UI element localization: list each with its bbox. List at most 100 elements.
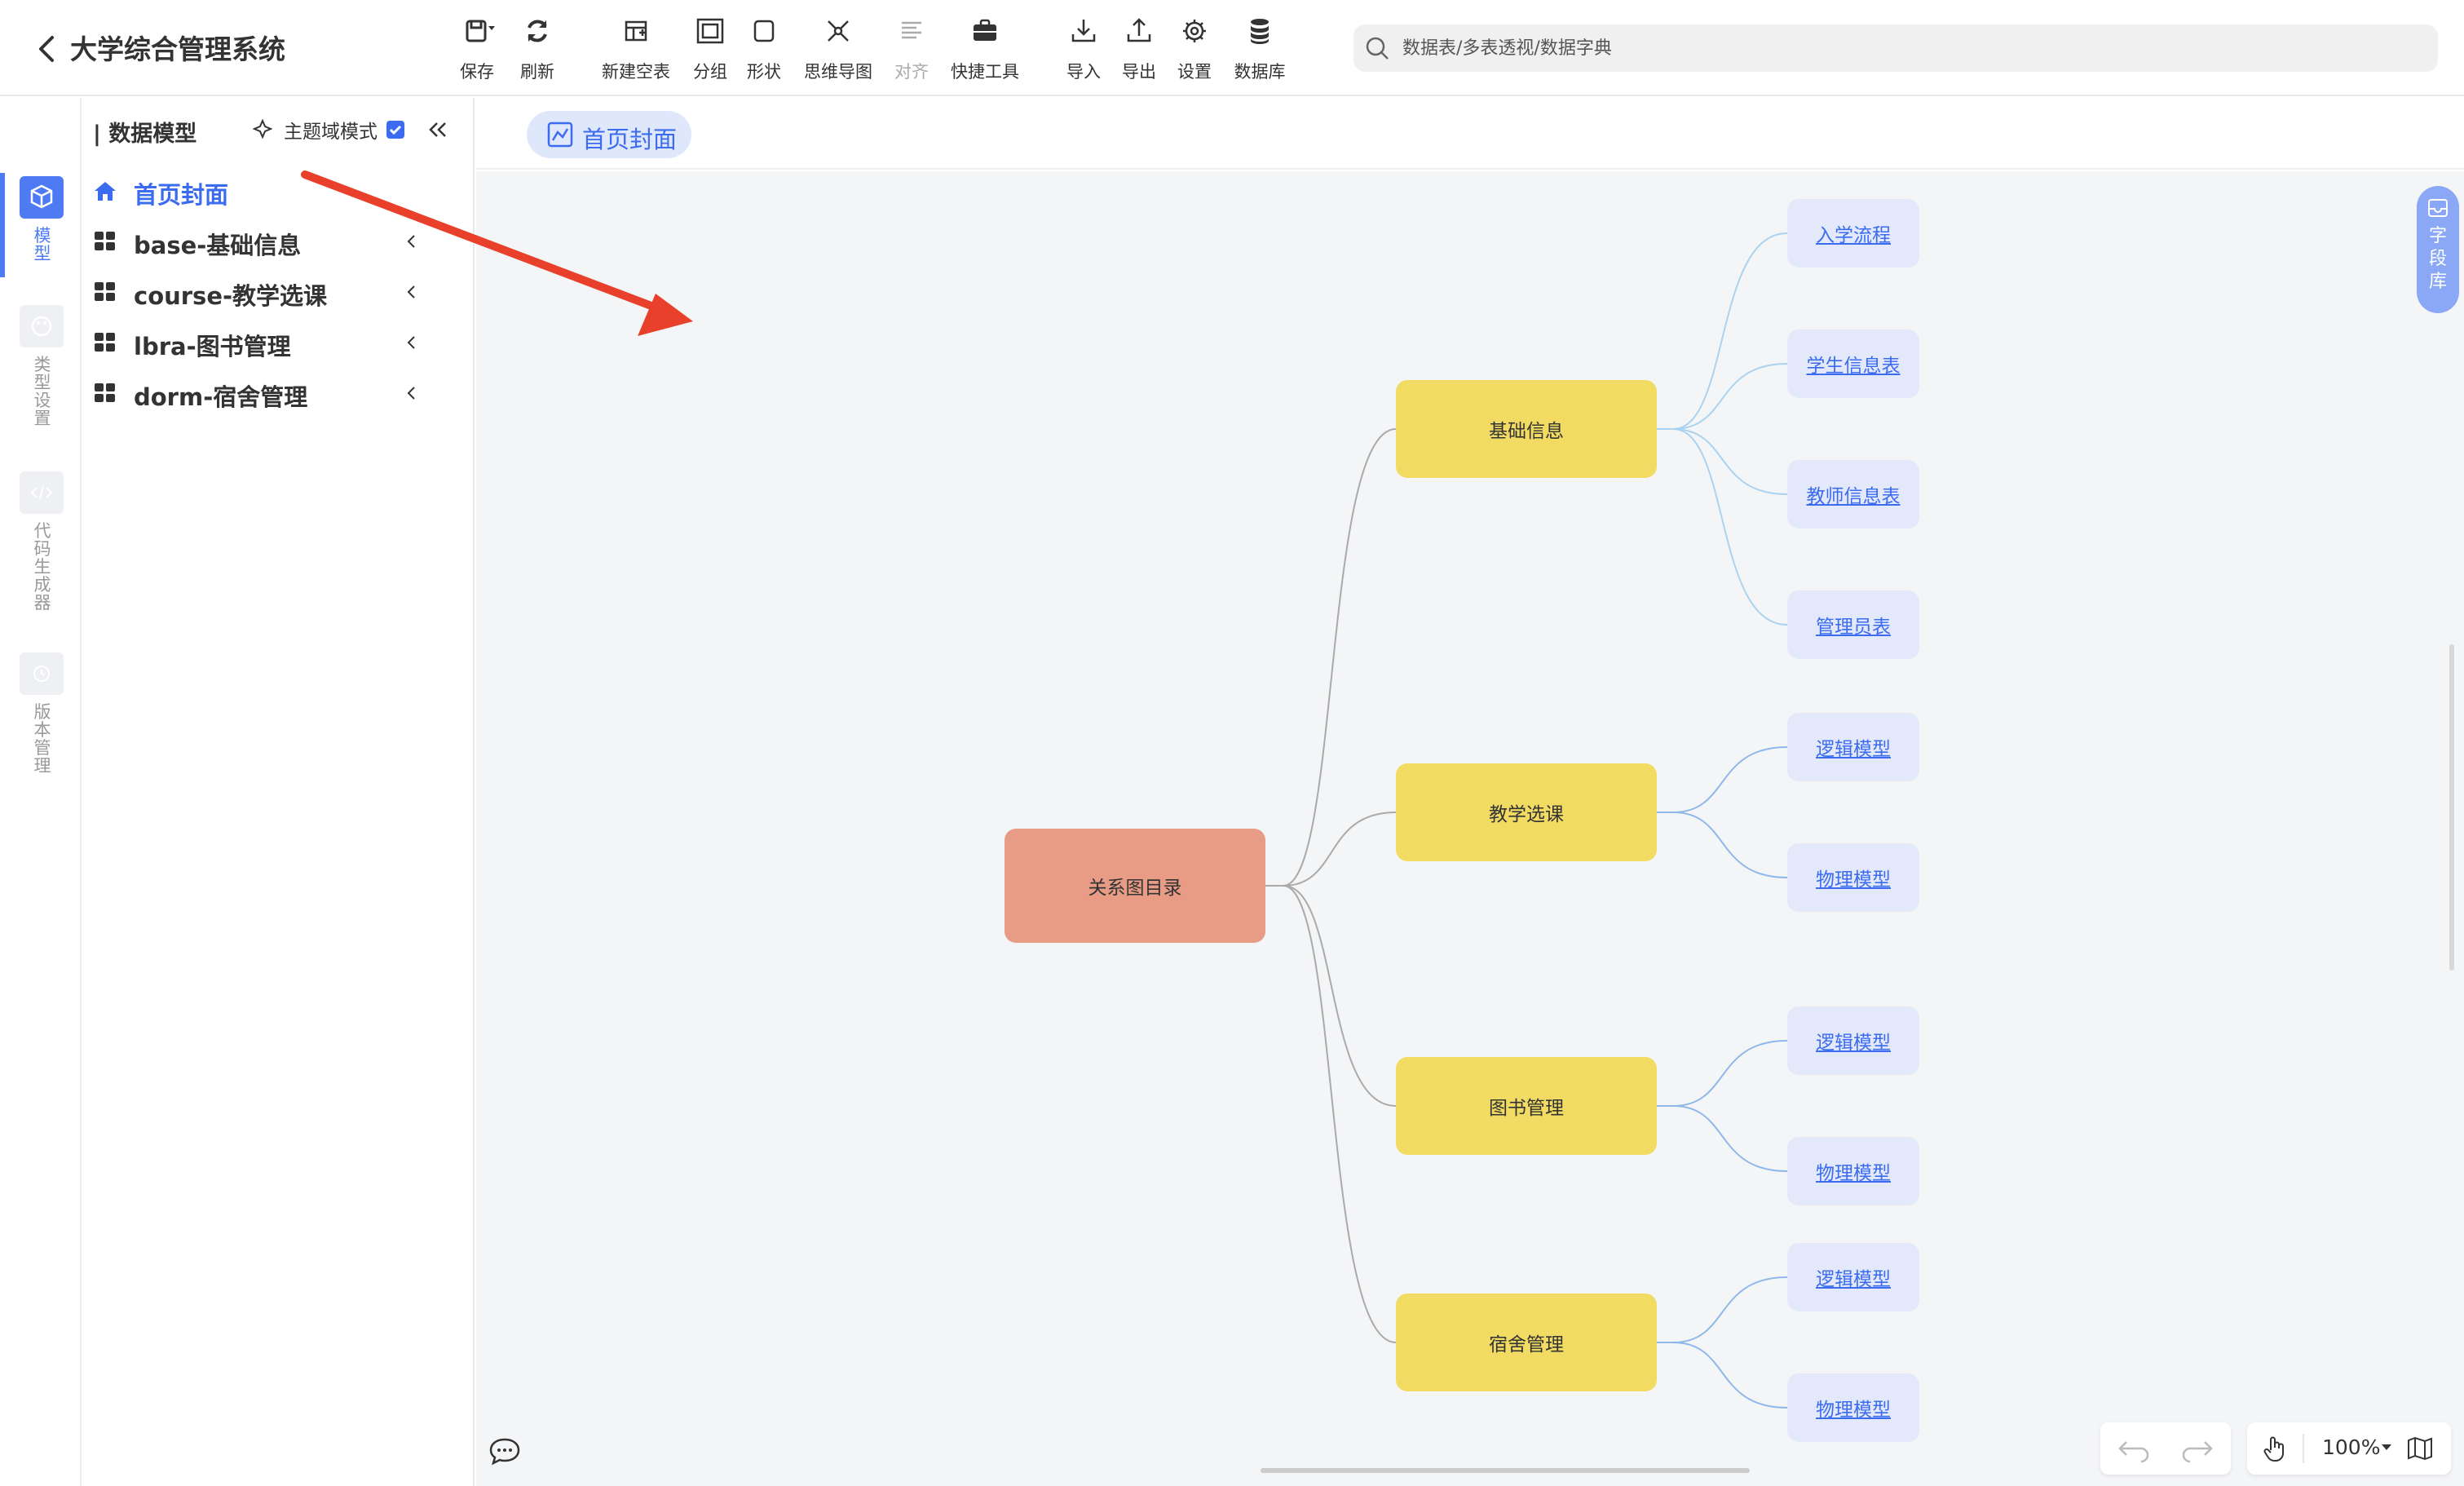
node-link[interactable]: 物理模型 (1816, 869, 1891, 891)
chevron-left-icon[interactable] (403, 282, 421, 302)
back-arrow-icon[interactable] (33, 33, 60, 65)
node-label: 基础信息 (1489, 421, 1564, 442)
crosshair-icon (253, 119, 272, 139)
rail-item-model-label: 模型 (33, 226, 51, 263)
field-library-tab[interactable]: 字段库 (2417, 186, 2459, 313)
mindmap-leaf-node[interactable]: 物理模型 (1787, 1373, 1919, 1442)
mindmap-group-node[interactable]: 图书管理 (1396, 1057, 1657, 1155)
chevron-left-icon[interactable] (403, 232, 421, 251)
node-link[interactable]: 逻辑模型 (1816, 1033, 1891, 1054)
tree-item-dorm[interactable]: dorm-宿舍管理 (82, 370, 473, 416)
mindmap-leaf-node[interactable]: 管理员表 (1787, 590, 1919, 659)
vertical-scrollbar[interactable] (2449, 644, 2454, 971)
mind-map-button[interactable]: 思维导图 (801, 15, 876, 85)
new-table-button[interactable]: 新建空表 (598, 15, 673, 85)
mindmap-leaf-node[interactable]: 学生信息表 (1787, 329, 1919, 398)
briefcase-icon (974, 19, 996, 41)
mindmap-leaf-node[interactable]: 逻辑模型 (1787, 1243, 1919, 1311)
node-link[interactable]: 物理模型 (1816, 1163, 1891, 1184)
refresh-button[interactable]: 刷新 (515, 15, 559, 85)
mindmap-leaf-node[interactable]: 物理模型 (1787, 1137, 1919, 1205)
mindmap-leaf-node[interactable]: 逻辑模型 (1787, 713, 1919, 781)
mindmap-leaf-node[interactable]: 逻辑模型 (1787, 1006, 1919, 1075)
chat-bubble-icon[interactable] (488, 1435, 522, 1466)
group-to-leaf-link (1672, 812, 1788, 878)
tree-item-home-cover[interactable]: 首页封面 (82, 168, 473, 214)
node-link[interactable]: 学生信息表 (1806, 356, 1901, 377)
hand-pointer-icon[interactable] (2260, 1434, 2290, 1463)
export-button[interactable]: 导出 (1120, 15, 1158, 85)
tab-home-cover[interactable]: 首页封面 (527, 111, 691, 158)
minimap-icon[interactable] (2405, 1434, 2435, 1463)
node-link[interactable]: 逻辑模型 (1816, 739, 1891, 760)
undo-redo-group (2100, 1422, 2231, 1475)
mindmap-leaf-node[interactable]: 物理模型 (1787, 843, 1919, 912)
rail-item-version-management-label: 版本管理 (33, 702, 51, 776)
domain-mode-label: 主题域模式 (284, 122, 378, 143)
rail-item-version-management[interactable]: 版本管理 (0, 652, 82, 799)
zoom-divider (2303, 1434, 2304, 1463)
shape-label: 形状 (747, 62, 781, 82)
root-to-group-link (1283, 428, 1397, 887)
save-icon (466, 20, 495, 42)
diagram-canvas[interactable]: 关系图目录 基础信息 教学选课 图书管理 宿舍管理 入学流程 学生信息表 教师信… (476, 171, 2464, 1486)
align-button[interactable]: 对齐 (892, 15, 931, 85)
group-to-leaf-link (1672, 428, 1788, 626)
node-label: 教学选课 (1489, 804, 1564, 825)
rail-item-type-settings[interactable]: 类型设置 (0, 305, 82, 452)
redo-icon[interactable] (2179, 1434, 2215, 1463)
rail-item-model[interactable]: 模型 (0, 176, 82, 282)
node-link[interactable]: 入学流程 (1816, 225, 1891, 246)
search-icon (1366, 37, 1389, 60)
rail-item-code-generator[interactable]: 代码生成器 (0, 471, 82, 651)
domain-mode-checkbox[interactable] (386, 121, 404, 139)
mindmap-group-node[interactable]: 宿舍管理 (1396, 1294, 1657, 1391)
quick-tools-label: 快捷工具 (951, 62, 1019, 82)
refresh-icon (528, 20, 547, 42)
group-button[interactable]: 分组 (690, 15, 731, 85)
database-button[interactable]: 数据库 (1231, 15, 1288, 85)
chevron-left-icon[interactable] (403, 333, 421, 352)
search-input[interactable] (1402, 31, 2413, 65)
mindmap-group-node[interactable]: 基础信息 (1396, 380, 1657, 478)
undo-icon[interactable] (2117, 1434, 2153, 1463)
save-button[interactable]: 保存 (447, 15, 507, 85)
active-indicator (0, 173, 5, 277)
tree-item-label: lbra-图书管理 (134, 333, 291, 360)
group-to-leaf-link (1672, 1276, 1788, 1343)
node-link[interactable]: 管理员表 (1816, 617, 1891, 638)
node-link[interactable]: 教师信息表 (1806, 486, 1901, 507)
group-label: 分组 (693, 62, 727, 82)
node-label: 关系图目录 (1088, 878, 1182, 899)
shape-button[interactable]: 形状 (745, 15, 783, 85)
collapse-panel-icon[interactable] (426, 116, 450, 144)
home-icon (95, 182, 116, 201)
zoom-level-dropdown[interactable]: 100% (2322, 1435, 2381, 1459)
quick-tools-button[interactable]: 快捷工具 (947, 15, 1022, 85)
mind-map-label: 思维导图 (804, 62, 872, 82)
grid-icon (95, 333, 115, 352)
tree-item-course[interactable]: course-教学选课 (82, 269, 473, 315)
root-to-group-link (1283, 885, 1397, 1107)
field-library-label: 字段库 (2428, 226, 2447, 292)
palette-icon (20, 305, 64, 347)
tree-item-base[interactable]: base-基础信息 (82, 219, 473, 264)
tree-item-label: course-教学选课 (134, 282, 328, 310)
node-link[interactable]: 逻辑模型 (1816, 1269, 1891, 1290)
settings-button[interactable]: 设置 (1176, 15, 1213, 85)
mindmap-root-node[interactable]: 关系图目录 (1005, 829, 1265, 943)
horizontal-scrollbar[interactable] (1261, 1468, 1750, 1473)
tree-item-library[interactable]: lbra-图书管理 (82, 320, 473, 365)
chevron-left-icon[interactable] (403, 383, 421, 403)
mindmap-group-node[interactable]: 教学选课 (1396, 763, 1657, 861)
group-to-leaf-link (1672, 363, 1788, 430)
mindmap-leaf-node[interactable]: 入学流程 (1787, 199, 1919, 268)
caret-down-icon[interactable] (2381, 1444, 2392, 1452)
settings-label: 设置 (1177, 62, 1212, 82)
data-model-tree: | 数据模型 主题域模式 首页封面 base-基础信息 (82, 98, 475, 1486)
tree-title-text: 数据模型 (108, 122, 197, 147)
group-to-leaf-link (1672, 232, 1788, 430)
import-button[interactable]: 导入 (1065, 15, 1102, 85)
node-link[interactable]: 物理模型 (1816, 1400, 1891, 1421)
mindmap-leaf-node[interactable]: 教师信息表 (1787, 460, 1919, 529)
